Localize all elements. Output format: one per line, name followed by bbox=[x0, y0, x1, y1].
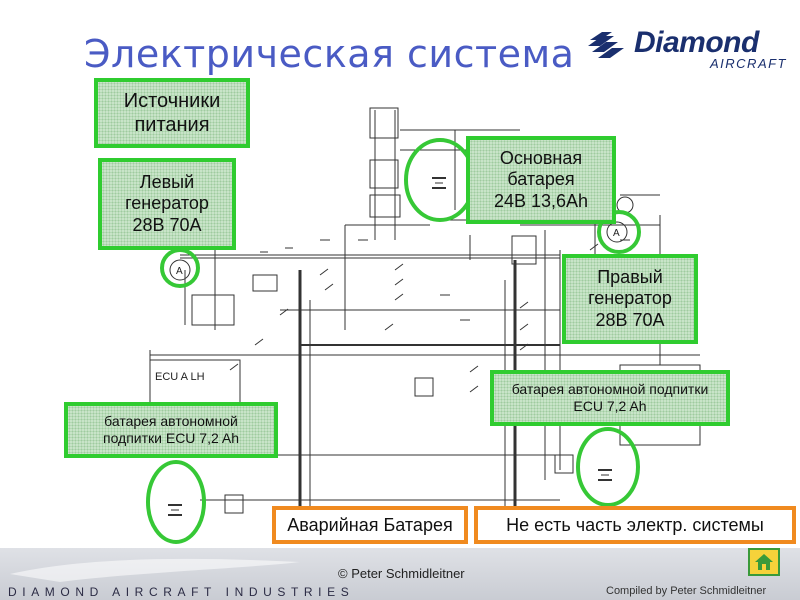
home-icon bbox=[755, 554, 773, 570]
page-title: Электрическая система bbox=[84, 32, 575, 76]
diamond-logo-icon bbox=[588, 32, 624, 58]
copyright: © Peter Schmidleitner bbox=[338, 566, 465, 581]
compiled-by: Compiled by Peter Schmidleitner bbox=[606, 585, 767, 597]
footer-company: DIAMOND AIRCRAFT INDUSTRIES bbox=[8, 585, 355, 599]
right-ammeter-highlight bbox=[597, 210, 641, 254]
logo-sub: AIRCRAFT bbox=[710, 56, 787, 71]
ammeter-right-symbol: A bbox=[613, 228, 620, 239]
footer-band bbox=[0, 548, 800, 600]
callout-power-sources: Источники питания bbox=[94, 78, 250, 148]
callout-right-generator: Правый генератор 28В 70А bbox=[562, 254, 698, 344]
not-part-of-system-box: Не есть часть электр. системы bbox=[474, 506, 796, 544]
emergency-battery-box: Аварийная Батарея bbox=[272, 506, 468, 544]
diamond-logo: Diamond AIRCRAFT bbox=[586, 26, 786, 74]
logo-name: Diamond bbox=[634, 26, 759, 59]
callout-ecu-battery-left: батарея автономной подпитки ECU 7,2 Ah bbox=[64, 402, 278, 458]
ecu-label: ECU A LH bbox=[155, 371, 205, 383]
callout-ecu-battery-right: батарея автономной подпитки ECU 7,2 Ah bbox=[490, 370, 730, 426]
aircraft-silhouette-icon bbox=[10, 558, 300, 582]
ammeter-left-symbol: A bbox=[176, 266, 183, 277]
left-ecu-battery-highlight bbox=[146, 460, 206, 544]
callout-main-battery: Основная батарея 24В 13,6Ah bbox=[466, 136, 616, 224]
callout-left-generator: Левый генератор 28В 70А bbox=[98, 158, 236, 250]
home-button[interactable] bbox=[748, 548, 780, 576]
main-battery-highlight bbox=[404, 138, 476, 222]
right-ecu-battery-highlight bbox=[576, 427, 640, 507]
left-ammeter-highlight bbox=[160, 248, 200, 288]
